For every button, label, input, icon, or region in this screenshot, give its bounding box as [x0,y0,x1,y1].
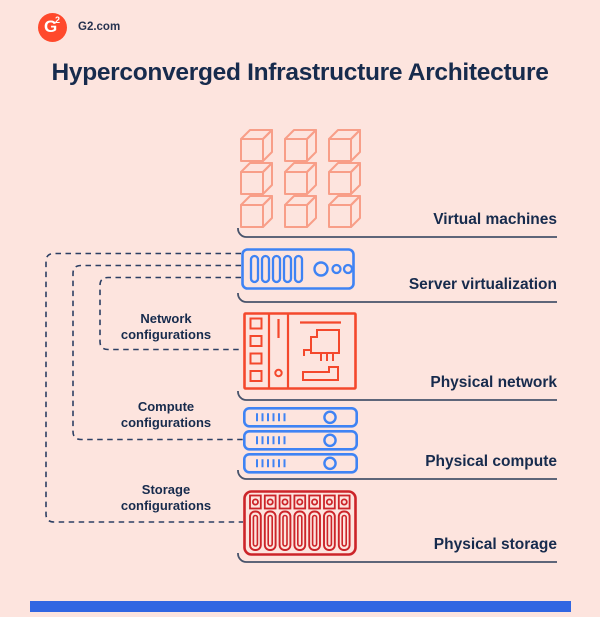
server-virtualization-label: Server virtualization [408,276,557,293]
compute-configurations-label: Compute configurations [120,399,212,430]
page-title: Hyperconverged Infrastructure Architectu… [51,59,549,86]
g2-logo-2: 2 [55,15,61,25]
storage-config-bracket [45,252,243,523]
physical-network-underline [237,390,557,401]
physical-compute-label: Physical compute [425,453,557,470]
g2-logo-icon: G 2 [38,13,67,42]
g2-logo-g: G [44,17,58,36]
physical-compute-underline [237,469,557,480]
storage-configurations-label: Storage configurations [120,482,212,513]
network-config-bracket [99,276,243,351]
virtual-machines-label: Virtual machines [433,211,557,228]
footer-accent-bar [30,601,571,612]
compute-config-bracket [72,264,243,441]
server-virtualization-underline [237,292,557,303]
network-board-icon [243,312,357,390]
physical-storage-label: Physical storage [433,536,557,553]
server-box-icon [241,248,355,290]
physical-network-label: Physical network [430,374,557,391]
server-stack-icon [243,407,358,474]
site-label: G2.com [78,21,121,33]
physical-storage-underline [237,552,557,563]
virtual-machines-underline [237,227,557,238]
storage-array-icon [243,490,357,556]
network-configurations-label: Network configurations [120,311,212,342]
